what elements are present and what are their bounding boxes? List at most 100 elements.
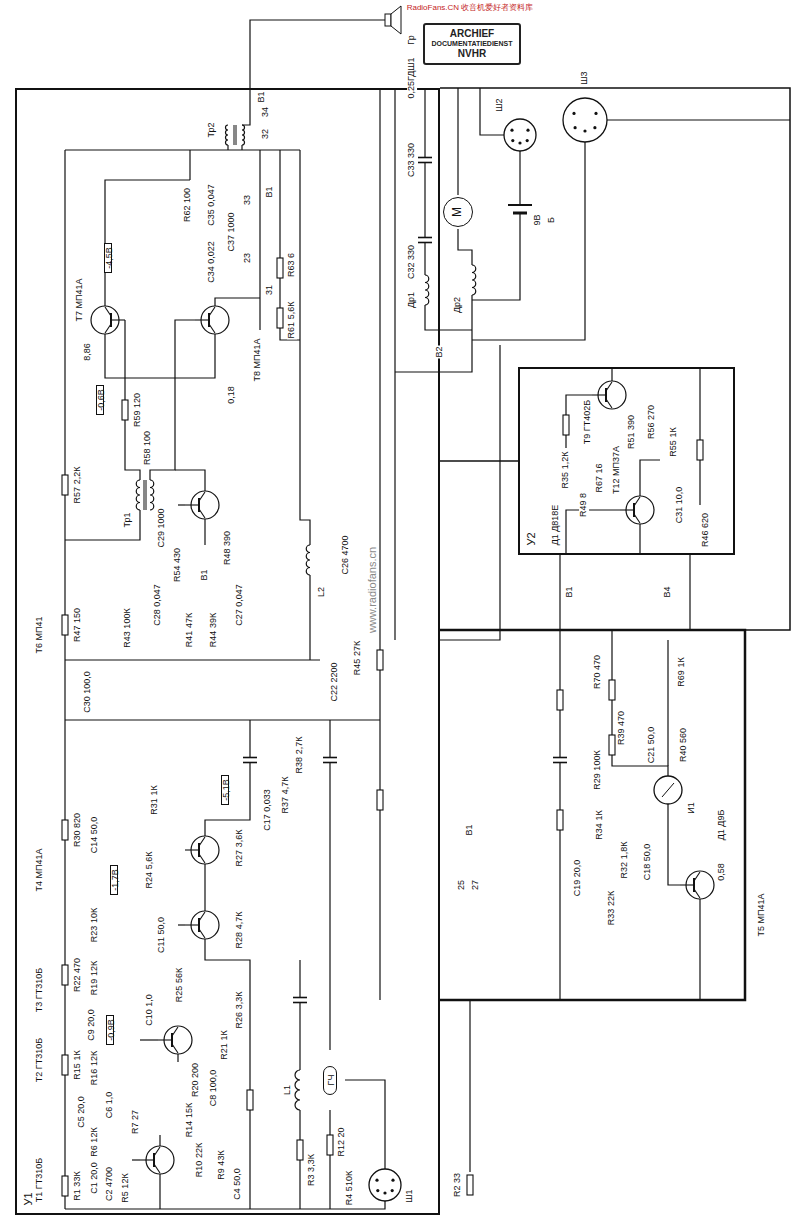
capacitor-gap [243,758,257,763]
wire [425,305,472,330]
resistor-symbol [327,1135,333,1155]
component-label: R24 5,6К [145,851,155,890]
component-label: Т3 ГТ310Б [35,967,45,1013]
component-label: С34 0,022 [207,240,217,284]
component-label: R33 22К [607,890,617,926]
component-label: R9 43К [217,1149,227,1180]
wire [299,960,300,1070]
component-label: С6 1,0 [105,1091,115,1120]
wire [668,804,680,885]
component-label: R61 5,6К [287,301,297,340]
transistor-emitter [154,1164,160,1173]
wire [159,1174,160,1209]
capacitor-symbol [418,238,432,243]
capacitor-plate [553,762,567,764]
transistor-emitter [694,889,700,898]
transistor-base-lead [111,319,125,320]
node-text: ARCHIEF [431,28,512,40]
wire [204,519,205,545]
component-label: R56 270 [647,404,657,440]
socket-pin [518,141,521,144]
transistor-collector [199,837,205,846]
component-label: С26 4700 [341,534,351,575]
transistor-emitter [199,929,205,938]
component-label: R70 470 [593,654,603,690]
component-label: Д1 Д818Е [551,504,561,547]
wire [329,720,330,1050]
capacitor-symbol [323,758,337,763]
component-label: Т2 ГТ310Б [35,1037,45,1083]
resistor-symbol [609,735,615,755]
component-label: R67 16 [595,462,605,493]
transistor-emitter [172,1044,178,1053]
resistor-symbol [277,308,283,328]
wire [177,1054,178,1062]
wire [699,367,700,505]
component-label: R40 560 [679,727,689,763]
component-label: 32 [261,128,271,140]
component-label: В1 [257,90,267,103]
resistor-symbol [609,680,615,700]
transistor-symbol [140,1146,174,1174]
component-label: R46 620 [701,512,711,548]
component-label: С33 330 [407,142,417,178]
component-label: R21 1К [220,1029,230,1060]
component-label: R30 820 [73,812,83,848]
wire [519,151,520,205]
resistor-symbol [62,1055,68,1075]
component-label: R63 6 [287,252,297,278]
socket-pin [391,1189,394,1192]
wire [394,88,395,640]
capacitor-gap [418,158,432,163]
component-label: Д1 Д9Б [717,809,727,842]
component-label: R20 200 [191,1062,201,1098]
capacitor-symbol [553,758,567,763]
resistor-symbol [377,650,383,670]
wire [640,460,660,496]
transistor-collector [105,307,111,316]
battery-plate [513,212,527,215]
component-label: R23 10К [90,907,100,943]
component-label: R7 27 [131,1109,141,1135]
voltage-box: -0,6В [96,385,104,415]
capacitor-plate [418,157,432,159]
capacitor-gap [323,758,337,763]
wire [105,334,215,378]
component-label: Т7 МП41А [75,278,85,323]
meter-symbol [654,776,682,804]
motor-symbol: М [443,197,473,227]
component-label: R55 1К [669,426,679,457]
component-label: 31 [265,284,275,296]
transistor-symbol [680,871,714,899]
archive-stamp: ARCHIEFDOCUMENTATIEDIENSTNVHR [423,23,520,64]
transistor-base-lead [680,884,694,885]
wire [65,149,300,150]
meter-needle [662,783,674,797]
wire [329,1110,330,1209]
transistor-base-lead [140,1159,154,1160]
wire [612,630,668,776]
resistor-symbol [557,690,563,710]
capacitor-plate [323,762,337,764]
capacitor-plate [418,242,432,244]
component-label: 0,18 [227,385,237,405]
component-label: С11 50,0 [157,916,167,954]
voltage-box: -4,5В [104,243,112,273]
component-label: Т8 МП41А [253,338,263,383]
transistor-symbol [91,306,125,334]
transistor-base-lead [592,394,606,395]
component-label: С5 20,0 [77,1095,87,1129]
component-label: R37 4,7К [281,776,291,815]
capacitor-plate [293,997,307,999]
component-label: R27 3,6К [235,829,245,868]
component-label: R29 100К [593,749,603,790]
transistor-collector [634,497,640,506]
component-label: 0,25ГДШ1 [407,56,417,99]
socket-pin [510,129,513,132]
component-label: R28 4,7К [235,911,245,950]
component-label: R38 2,7К [295,736,305,775]
component-label: Ш1 [405,1188,415,1203]
capacitor-plate [553,757,567,759]
component-label: R32 1,8К [620,841,630,880]
